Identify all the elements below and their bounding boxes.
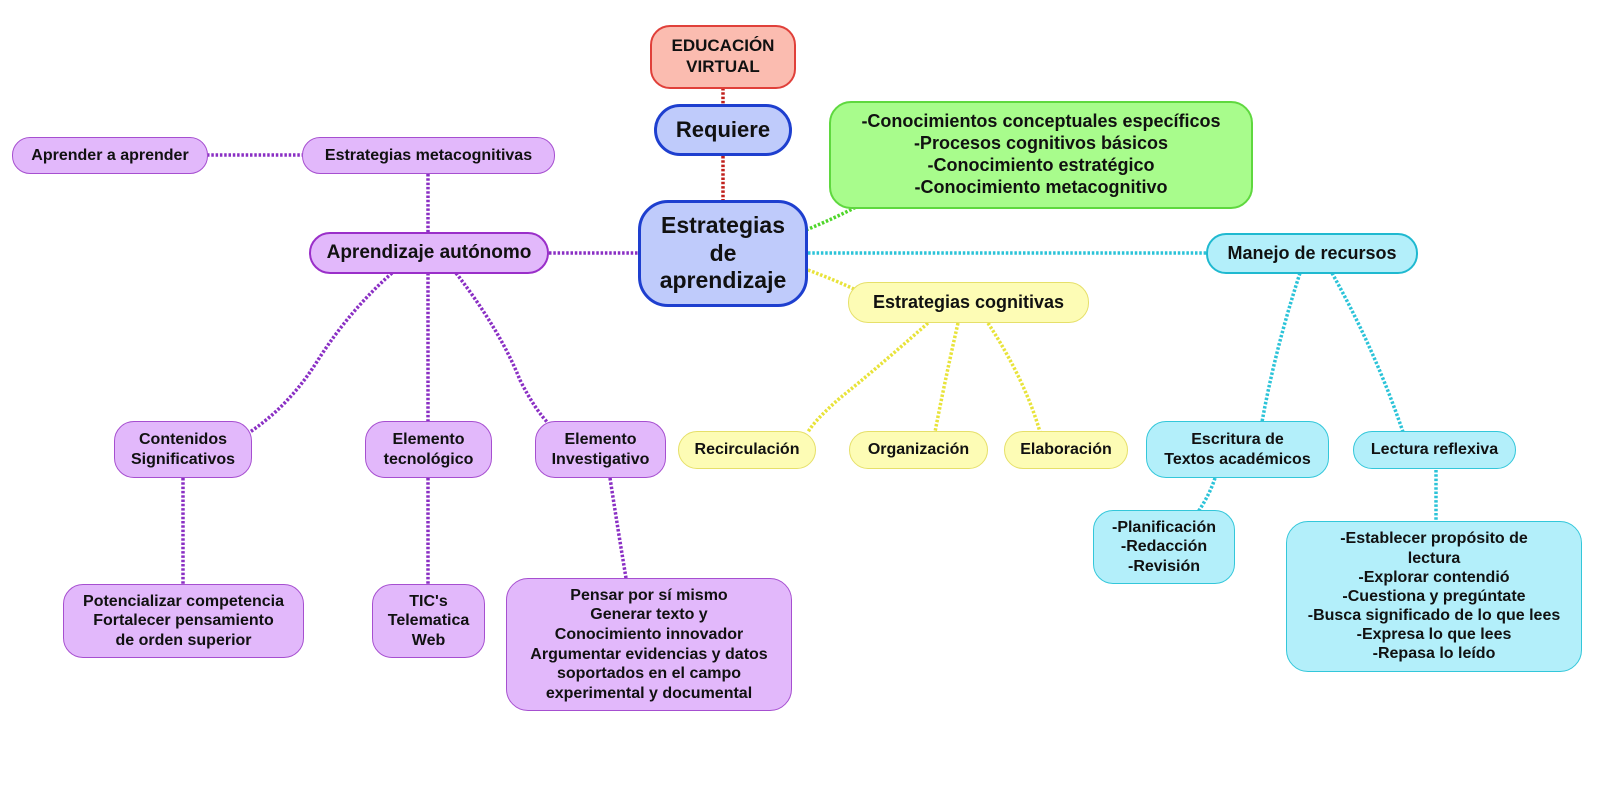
node-aprender-a-aprender: Aprender a aprender [12, 137, 208, 174]
node-contenidos-significativos: Contenidos Significativos [114, 421, 252, 478]
link-cognitivas-elaboracion [986, 322, 1042, 433]
node-tics: TIC's Telematica Web [372, 584, 485, 658]
node-aprendizaje-autonomo: Aprendizaje autónomo [309, 232, 549, 274]
link-autonomo-contenidos [249, 271, 394, 434]
node-estrategias-aprendizaje: Estrategias de aprendizaje [638, 200, 808, 307]
node-conocimientos: -Conocimientos conceptuales específicos … [829, 101, 1253, 209]
node-requiere: Requiere [654, 104, 792, 156]
link-investigativo-pensar [608, 477, 628, 579]
link-escritura-planificacion [1196, 477, 1217, 513]
node-organizacion: Organización [849, 431, 988, 469]
node-estrategias-metacognitivas: Estrategias metacognitivas [302, 137, 555, 174]
node-escritura: Escritura de Textos académicos [1146, 421, 1329, 478]
node-estrategias-cognitivas: Estrategias cognitivas [848, 282, 1089, 323]
node-elaboracion: Elaboración [1004, 431, 1128, 469]
link-manejo-lectura [1330, 272, 1405, 433]
link-cognitivas-organizacion [933, 322, 960, 433]
node-elemento-investigativo: Elemento Investigativo [535, 421, 666, 478]
link-manejo-escritura [1260, 272, 1302, 423]
node-educacion-virtual: EDUCACIÓN VIRTUAL [650, 25, 796, 89]
node-recirculacion: Recirculación [678, 431, 816, 469]
link-autonomo-investigativo [454, 271, 552, 427]
node-establecer: -Establecer propósito de lectura -Explor… [1286, 521, 1582, 672]
node-manejo-recursos: Manejo de recursos [1206, 233, 1418, 274]
node-pensar: Pensar por sí mismo Generar texto y Cono… [506, 578, 792, 711]
link-estrategias-conocimientos [805, 204, 859, 232]
node-potencializar: Potencializar competencia Fortalecer pen… [63, 584, 304, 658]
node-lectura-reflexiva: Lectura reflexiva [1353, 431, 1516, 469]
link-estrategias-cognitivas [807, 268, 857, 292]
link-cognitivas-recirculacion [806, 321, 930, 433]
node-planificacion: -Planificación -Redacción -Revisión [1093, 510, 1235, 584]
node-elemento-tecnologico: Elemento tecnológico [365, 421, 492, 478]
